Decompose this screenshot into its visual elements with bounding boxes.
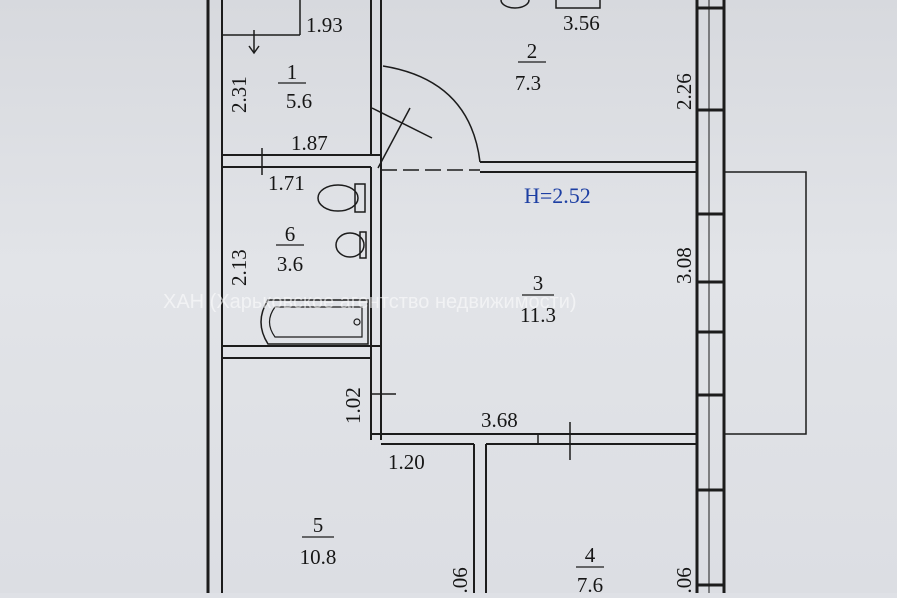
balcony-outline: [723, 171, 807, 435]
room-6-number: 6: [285, 222, 296, 246]
bathtub-icon: [260, 299, 369, 345]
dim-room5-height: 3.06: [448, 567, 472, 593]
room-1-area: 5.6: [286, 89, 312, 113]
room-4-area: 7.6: [577, 573, 603, 593]
sink-icon: [335, 231, 367, 259]
exterior-left-wall: [206, 0, 223, 593]
dim-corridor-height: 1.02: [341, 387, 365, 424]
dim-room3-height: 3.08: [672, 247, 696, 284]
room-6-area: 3.6: [277, 252, 303, 276]
room-5-number: 5: [313, 513, 324, 537]
room-3-area: 11.3: [520, 303, 556, 327]
dim-corridor-width: 1.20: [388, 450, 425, 474]
room-2-number: 2: [527, 39, 538, 63]
dim-room3-width: 3.68: [481, 408, 518, 432]
room-5-area: 10.8: [300, 545, 337, 569]
top-fixture-icon: [500, 0, 601, 9]
dim-room1-width: 1.87: [291, 131, 328, 155]
room-1-number: 1: [287, 60, 298, 84]
ceiling-height-label: H=2.52: [524, 183, 591, 208]
room-3-number: 3: [533, 271, 544, 295]
dim-room1-height: 2.31: [227, 76, 251, 113]
bathroom-walls: [222, 148, 382, 440]
door-swing: [371, 57, 481, 170]
lower-partitions: [371, 393, 697, 593]
window-marks: [697, 6, 724, 587]
toilet-icon: [317, 183, 366, 213]
dim-room2-height: 2.26: [672, 73, 696, 110]
dim-room6-width: 1.71: [268, 171, 305, 195]
door-arrow: [248, 30, 260, 55]
room-1-walls: [222, 0, 382, 168]
room-4-number: 4: [585, 543, 596, 567]
room-2-3-partition: [381, 161, 697, 173]
room-2-area: 7.3: [515, 71, 541, 95]
dim-room6-height: 2.13: [227, 249, 251, 286]
dim-room4-height: 3.06: [672, 567, 696, 593]
watermark-text: ХАН (Харьковское агентство недвижимости): [163, 291, 577, 313]
dim-top-area-value: 3.56: [563, 11, 600, 35]
exterior-right-wall: [695, 0, 726, 593]
dim-top-left-width: 1.93: [306, 13, 343, 37]
